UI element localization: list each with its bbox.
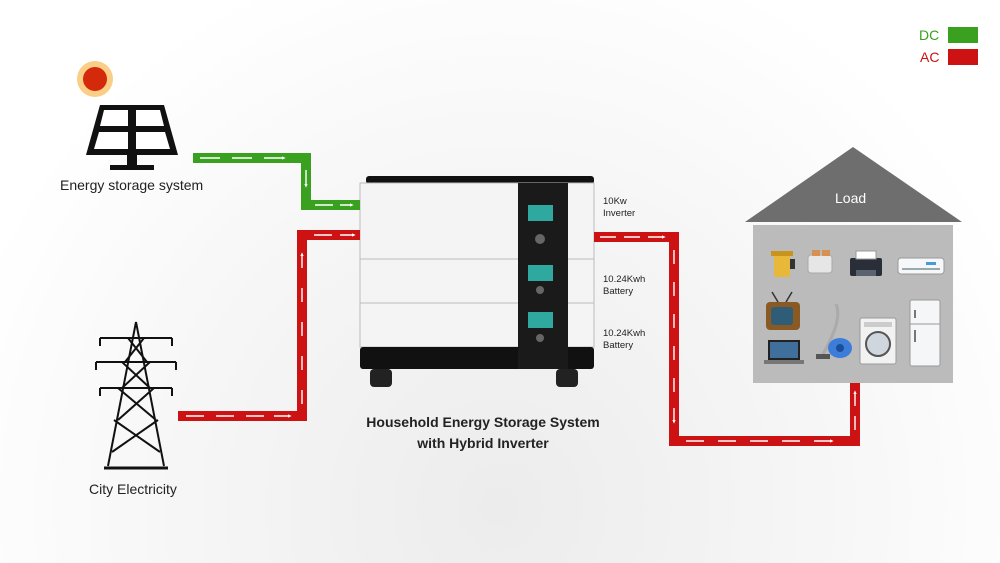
inverter-spec: 10Kw: [603, 196, 627, 207]
energy-storage-unit: [359, 176, 595, 387]
battery1-spec: 10.24Kwh: [603, 274, 646, 285]
ac-legend-label: AC: [920, 49, 940, 65]
laptop-icon: [764, 340, 804, 364]
ac-legend-swatch: [948, 49, 978, 65]
inverter-type: Inverter: [603, 208, 636, 219]
battery2-spec: 10.24Kwh: [603, 328, 646, 339]
air-conditioner-icon: [897, 257, 945, 275]
fridge-icon: [909, 299, 941, 367]
dc-flow-line: [193, 153, 360, 210]
battery1-type: Battery: [603, 286, 634, 297]
power-tower-icon: [95, 321, 177, 470]
toaster-icon: [807, 250, 833, 274]
ac-grid-line: [178, 230, 360, 421]
washing-machine-icon: [859, 317, 897, 365]
solar-panel-icon: [86, 105, 178, 170]
inverter-label: 10Kw Inverter: [603, 196, 635, 220]
battery2-type: Battery: [603, 340, 634, 351]
kettle-icon: [771, 251, 795, 277]
tv-icon: [766, 291, 800, 330]
system-title-line2: with Hybrid Inverter: [417, 435, 549, 451]
vacuum-icon: [816, 303, 852, 359]
solar-label: Energy storage system: [60, 177, 204, 193]
printer-icon: [850, 250, 882, 276]
dc-legend-label: DC: [919, 27, 940, 43]
grid-label: City Electricity: [89, 481, 177, 497]
load-label: Load: [835, 190, 867, 206]
sun-icon: [77, 61, 113, 97]
battery2-label: 10.24Kwh Battery: [603, 328, 645, 352]
dc-legend-swatch: [948, 27, 978, 43]
system-title-line1: Household Energy Storage System: [366, 414, 600, 430]
battery1-label: 10.24Kwh Battery: [603, 274, 645, 298]
ac-load-line: [594, 232, 860, 446]
